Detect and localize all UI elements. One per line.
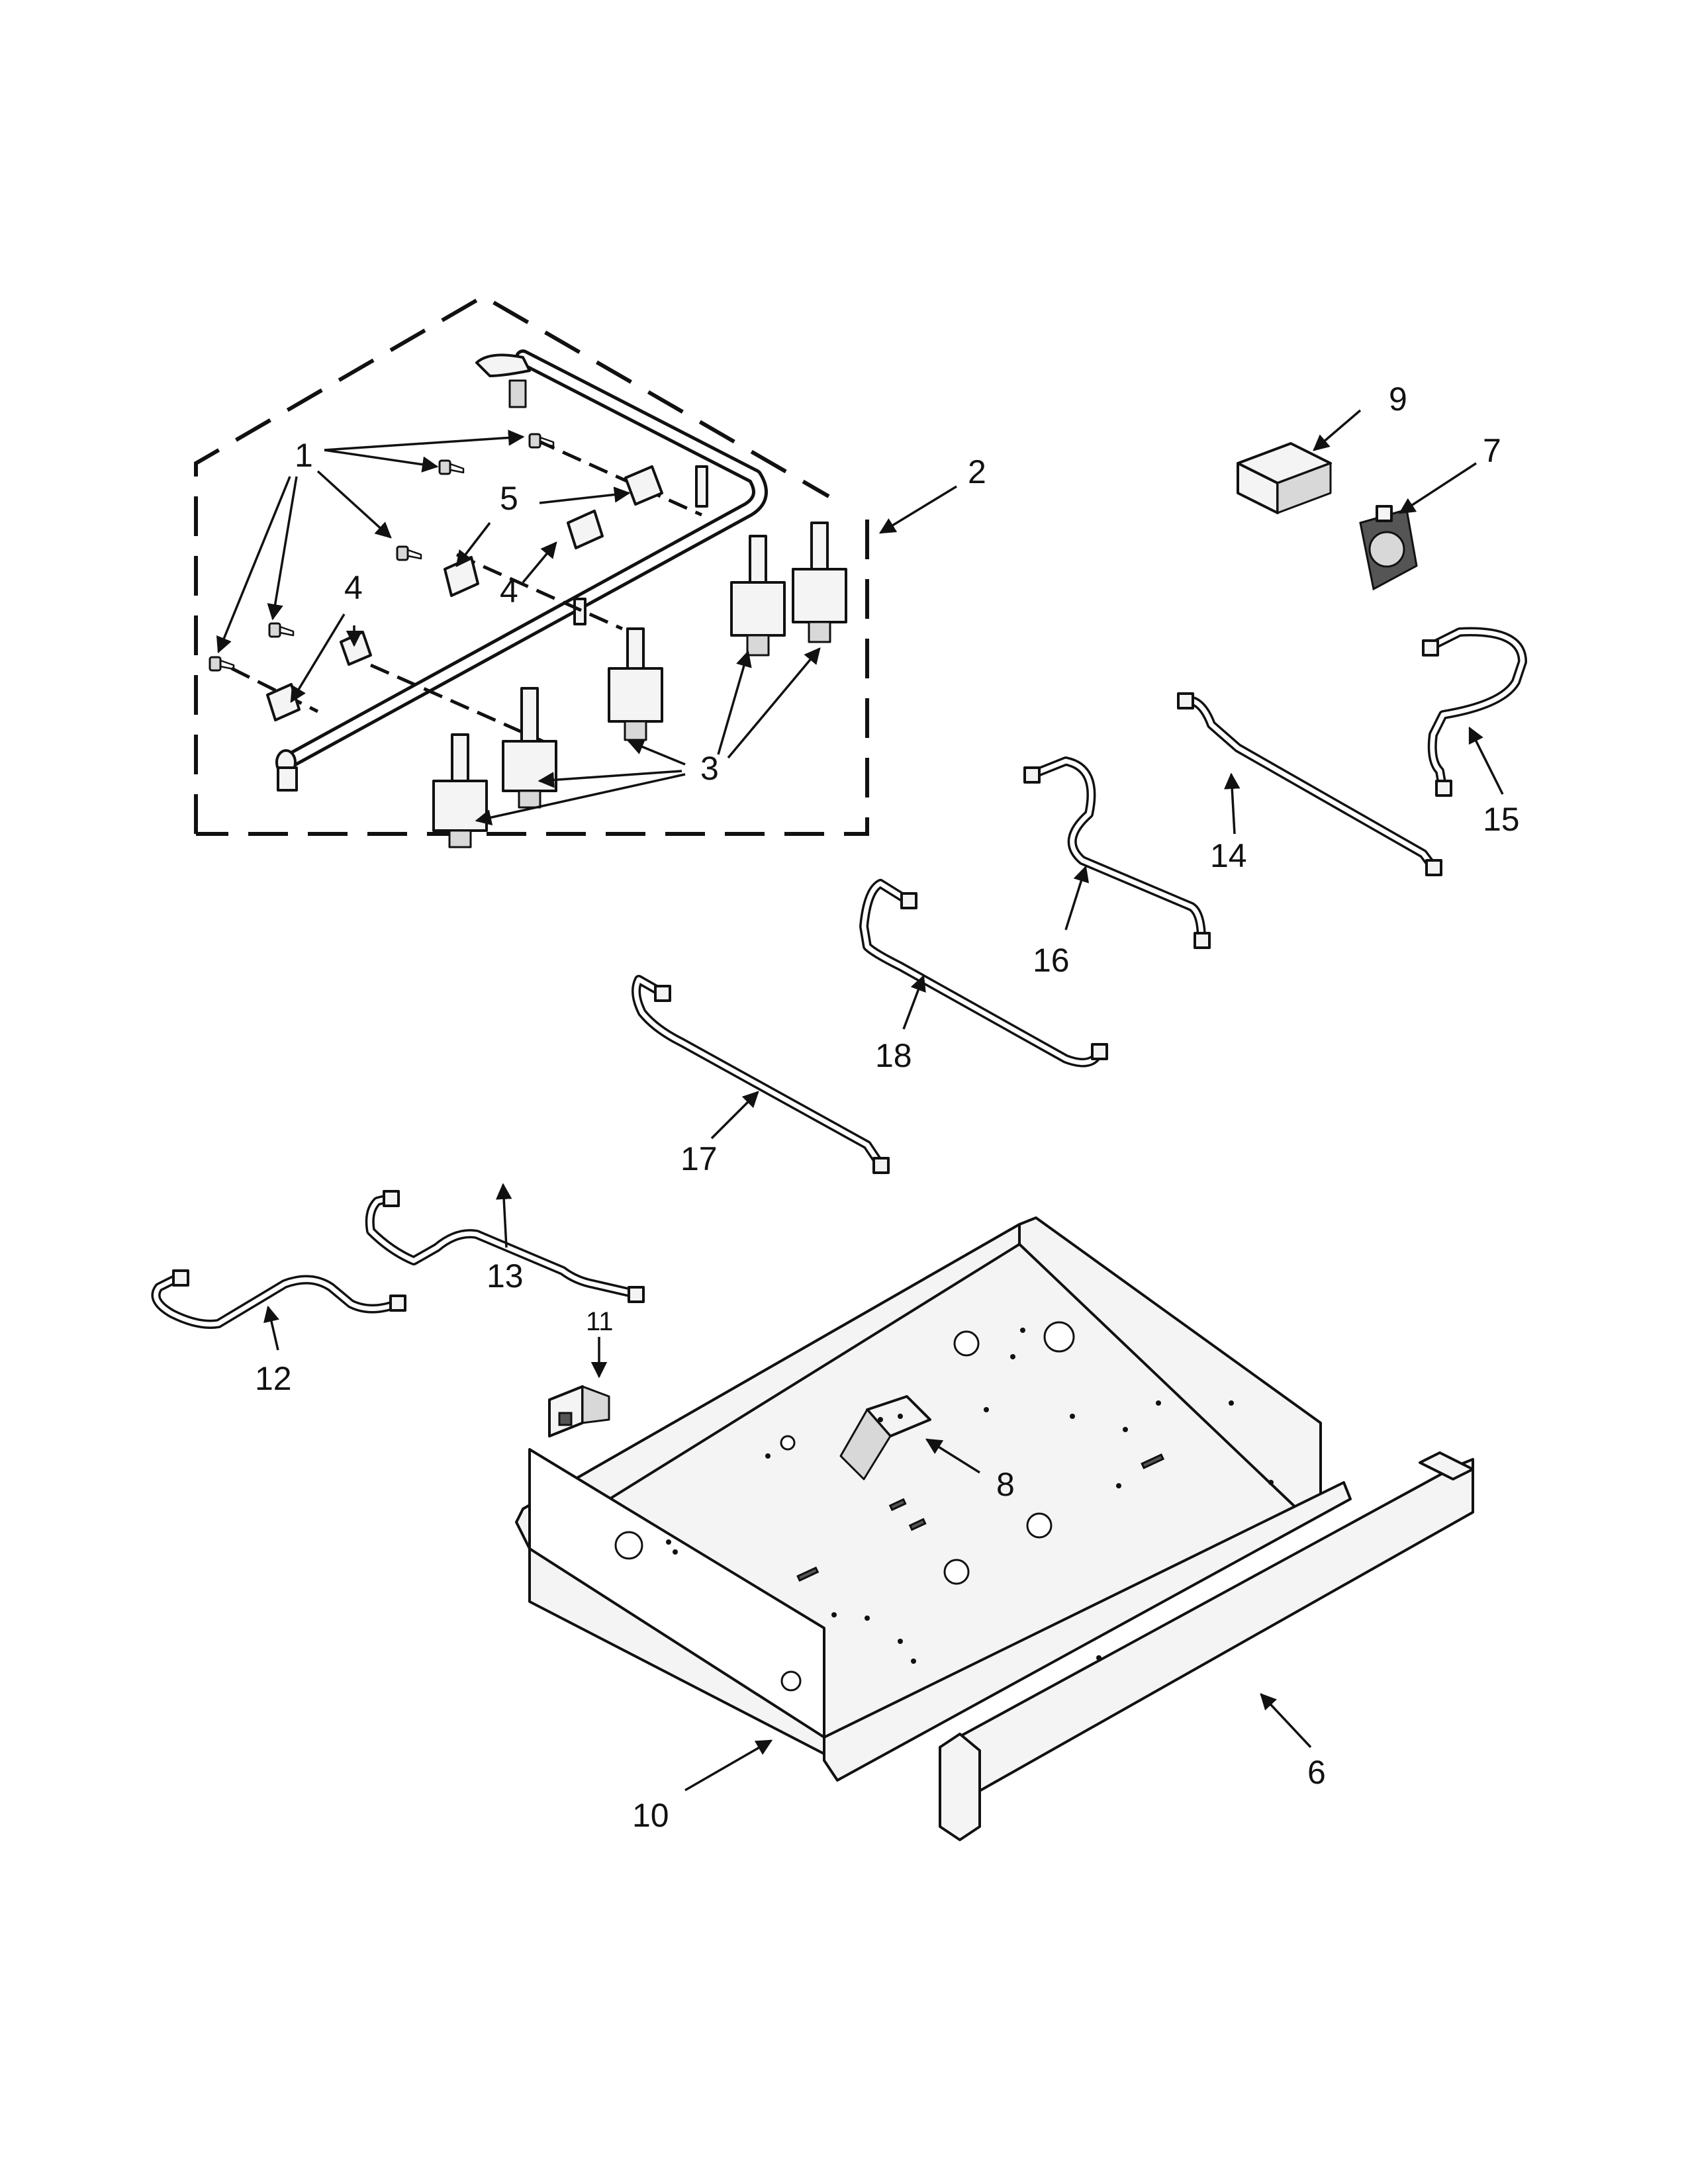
callout-5: 5	[500, 480, 518, 517]
part-7-regulator	[1359, 505, 1418, 591]
tube-16	[1023, 756, 1211, 949]
screws	[209, 433, 555, 672]
callout-4b: 4	[500, 572, 518, 610]
callout-14: 14	[1210, 837, 1247, 874]
part-11-bracket	[548, 1385, 610, 1437]
part-6-trim	[939, 1451, 1474, 1841]
screw-centerlines	[230, 438, 703, 743]
part-8-bracket	[839, 1395, 931, 1480]
callout-6: 6	[1307, 1754, 1326, 1791]
callout-labels: 1 2 3 4 4 5 9 7 15 14 16 18 17 13 12 11 …	[255, 381, 1520, 1834]
callout-15: 15	[1483, 801, 1520, 838]
callout-3: 3	[700, 750, 719, 787]
tube-15	[1422, 627, 1527, 797]
callout-16: 16	[1033, 942, 1070, 979]
callout-13: 13	[487, 1257, 524, 1295]
callout-18: 18	[875, 1037, 912, 1074]
leader-lines	[216, 409, 1504, 1792]
manifold-assembly-boundary	[194, 294, 869, 836]
callout-4a: 4	[344, 569, 363, 606]
tube-14	[1177, 692, 1442, 876]
callout-9: 9	[1389, 381, 1407, 418]
callout-17: 17	[680, 1140, 718, 1177]
callout-1: 1	[295, 437, 313, 474]
callout-8: 8	[996, 1466, 1015, 1503]
callout-2: 2	[968, 453, 986, 490]
part-10-tray	[515, 1216, 1352, 1782]
tube-17	[632, 975, 890, 1174]
tube-13	[365, 1190, 645, 1303]
manifold-pipe	[275, 349, 768, 792]
callout-11: 11	[586, 1307, 614, 1336]
tube-18	[859, 879, 1108, 1068]
tube-12	[151, 1269, 406, 1329]
callout-7: 7	[1483, 432, 1501, 469]
callout-12: 12	[255, 1360, 292, 1397]
part-9-module	[1237, 442, 1332, 514]
callout-10: 10	[632, 1797, 669, 1834]
